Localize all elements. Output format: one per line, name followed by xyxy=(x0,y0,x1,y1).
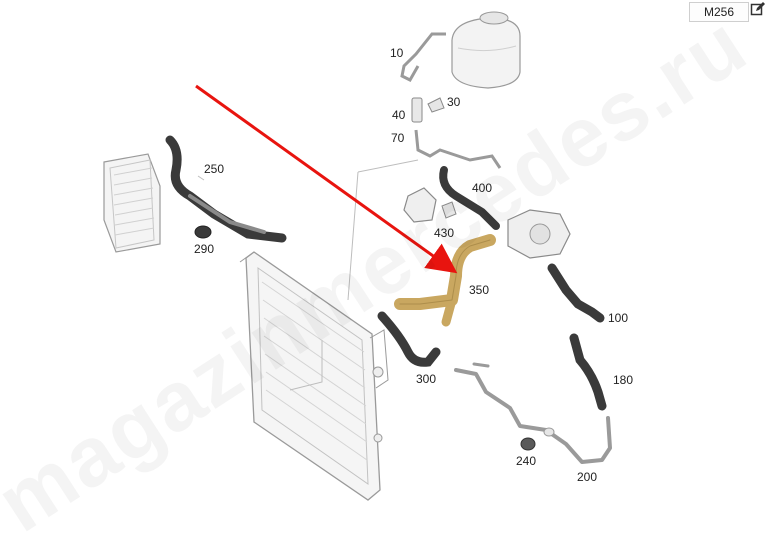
hose-180[interactable] xyxy=(569,333,607,411)
leader-lines xyxy=(197,159,419,391)
hose-400[interactable] xyxy=(439,166,500,230)
engine-code-badge: M256 xyxy=(689,2,749,22)
cap-290[interactable] xyxy=(194,225,212,239)
plug-240[interactable] xyxy=(520,427,555,451)
edit-icon[interactable] xyxy=(750,1,766,17)
callout-180: 180 xyxy=(613,373,634,387)
callout-30: 30 xyxy=(447,95,461,109)
callout-10: 10 xyxy=(390,46,404,60)
parts-diagram xyxy=(103,11,612,501)
red-pointer-arrow xyxy=(195,84,458,274)
hose-250[interactable] xyxy=(165,135,287,243)
hose-100[interactable] xyxy=(547,263,605,323)
auxiliary-radiator[interactable] xyxy=(103,153,161,253)
callout-350: 350 xyxy=(469,283,490,297)
hose-350[interactable] xyxy=(394,234,496,327)
callout-400: 400 xyxy=(472,181,493,195)
callout-290: 290 xyxy=(194,242,215,256)
pump-430[interactable] xyxy=(403,187,457,223)
callout-300: 300 xyxy=(416,372,437,386)
main-radiator[interactable] xyxy=(239,251,389,501)
clip-30[interactable] xyxy=(427,97,445,113)
callout-430: 430 xyxy=(434,226,455,240)
thermostat-housing[interactable] xyxy=(507,209,571,259)
hose-300[interactable] xyxy=(377,311,441,367)
callout-240: 240 xyxy=(516,454,537,468)
edit-icon-glyph xyxy=(750,2,765,16)
callout-200: 200 xyxy=(577,470,598,484)
coolant-tank[interactable] xyxy=(451,11,521,89)
callout-100: 100 xyxy=(608,311,629,325)
callout-70: 70 xyxy=(391,131,405,145)
coolant-line-10[interactable] xyxy=(400,32,446,82)
callout-40: 40 xyxy=(392,108,406,122)
callout-250: 250 xyxy=(204,162,225,176)
coolant-line-70[interactable] xyxy=(414,129,502,169)
connector-40[interactable] xyxy=(411,97,423,123)
